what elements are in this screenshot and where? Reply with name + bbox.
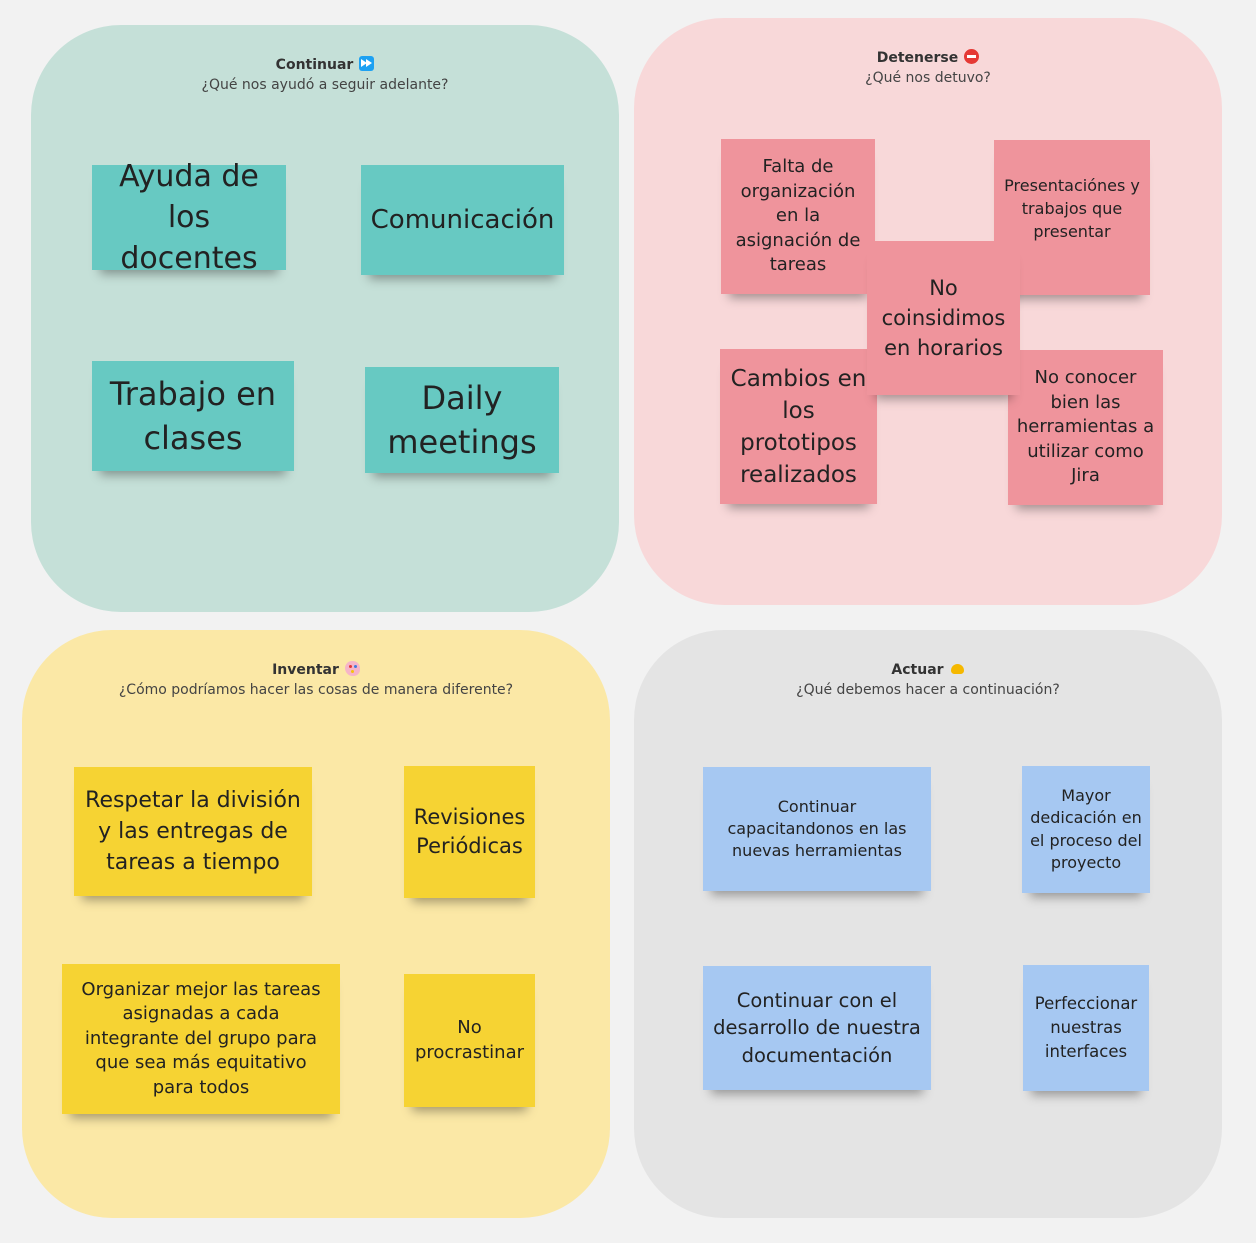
sticky-note[interactable]: Respetar la división y las entregas de t…: [74, 767, 312, 896]
no-entry-icon: [964, 49, 980, 64]
quadrant-title: Actuar: [891, 662, 944, 678]
quadrant-inventar: Inventar ¿Cómo podríamos hacer las cosas…: [22, 630, 610, 1218]
sticky-note[interactable]: No conocer bien las herramientas a utili…: [1008, 350, 1163, 505]
quadrant-title: Continuar: [275, 57, 354, 73]
quadrant-title: Detenerse: [876, 50, 959, 66]
quadrant-continuar: Continuar ¿Qué nos ayudó a seguir adelan…: [31, 25, 619, 612]
quadrant-subtitle: ¿Qué nos ayudó a seguir adelante?: [201, 77, 449, 93]
sticky-note[interactable]: Falta de organización en la asignación d…: [721, 139, 875, 294]
quadrant-header: Inventar ¿Cómo podríamos hacer las cosas…: [22, 660, 610, 700]
sticky-note[interactable]: Continuar capacitandonos en las nuevas h…: [703, 767, 931, 891]
quadrant-subtitle: ¿Cómo podríamos hacer las cosas de maner…: [118, 682, 514, 698]
sticky-note[interactable]: Perfeccionar nuestras interfaces: [1023, 965, 1149, 1091]
sticky-note[interactable]: Presentaciónes y trabajos que presentar: [994, 140, 1150, 295]
sticky-note[interactable]: No procrastinar: [404, 974, 535, 1107]
sticky-note[interactable]: Mayor dedicación en el proceso del proye…: [1022, 766, 1150, 893]
sticky-note[interactable]: Revisiones Periódicas: [404, 766, 535, 898]
sticky-note[interactable]: Ayuda de los docentes: [92, 159, 286, 276]
sticky-note[interactable]: Comunicación: [361, 165, 564, 275]
quadrant-subtitle: ¿Qué debemos hacer a continuación?: [796, 682, 1060, 698]
sticky-note[interactable]: Organizar mejor las tareas asignadas a c…: [62, 964, 340, 1114]
quadrant-header: Continuar ¿Qué nos ayudó a seguir adelan…: [31, 55, 619, 95]
fast-forward-icon: [359, 56, 375, 71]
quadrant-header: Detenerse ¿Qué nos detuvo?: [634, 48, 1222, 88]
flexed-biceps-icon: [950, 661, 965, 676]
sticky-note[interactable]: Trabajo en clases: [92, 361, 294, 471]
quadrant-title: Inventar: [272, 662, 339, 678]
quadrant-actuar: Actuar ¿Qué debemos hacer a continuación…: [634, 630, 1222, 1218]
quadrant-subtitle: ¿Qué nos detuvo?: [865, 70, 991, 86]
sticky-note[interactable]: Daily meetings: [365, 367, 559, 473]
quadrant-header: Actuar ¿Qué debemos hacer a continuación…: [634, 660, 1222, 700]
palette-icon: [344, 661, 360, 676]
sticky-note[interactable]: Continuar con el desarrollo de nuestra d…: [703, 966, 931, 1090]
sticky-note[interactable]: No coinsidimos en horarios: [867, 241, 1020, 395]
sticky-note[interactable]: Cambios en los prototipos realizados: [720, 349, 877, 504]
